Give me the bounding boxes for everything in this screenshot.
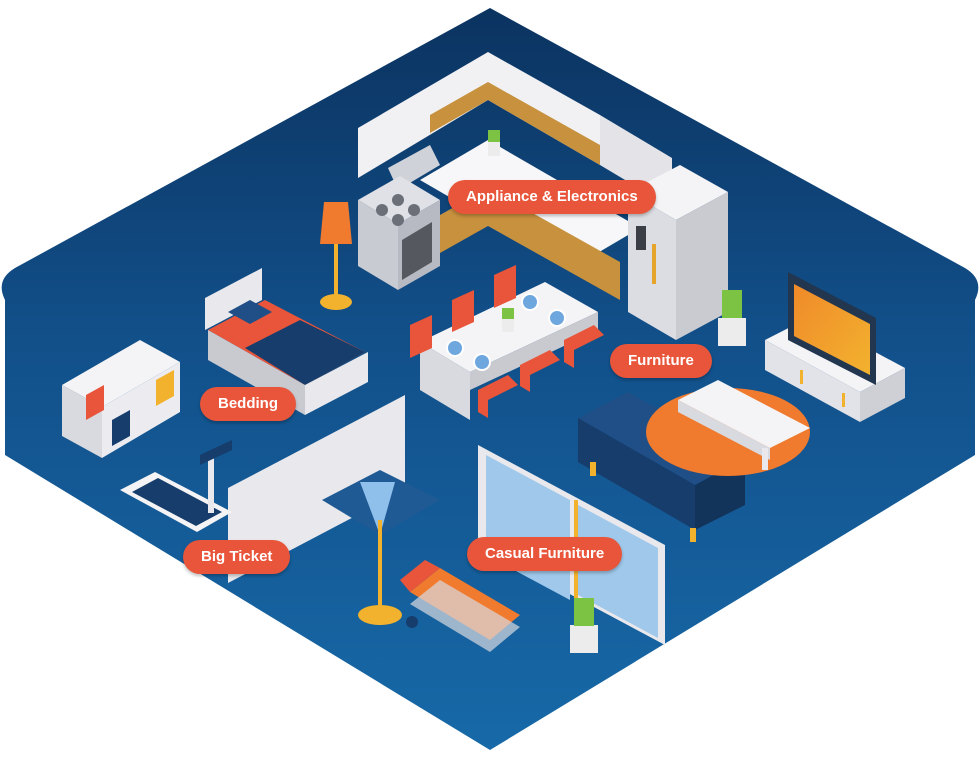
lounge-chair bbox=[400, 560, 520, 652]
plant-fridge bbox=[718, 290, 746, 346]
label-bedding[interactable]: Bedding bbox=[200, 387, 296, 421]
dining-set bbox=[410, 265, 604, 420]
cube-shelf bbox=[62, 340, 180, 458]
stove bbox=[358, 176, 440, 290]
television bbox=[788, 272, 876, 385]
label-appliance-electronics[interactable]: Appliance & Electronics bbox=[448, 180, 656, 214]
floor-lamp bbox=[320, 202, 352, 310]
label-casual-furniture[interactable]: Casual Furniture bbox=[467, 537, 623, 571]
patio-umbrella bbox=[322, 470, 440, 625]
plant-door bbox=[570, 598, 598, 653]
label-furniture[interactable]: Furniture bbox=[610, 344, 712, 378]
label-big-ticket[interactable]: Big Ticket bbox=[183, 540, 291, 574]
kitchen-group bbox=[358, 52, 728, 340]
coffee-table bbox=[678, 380, 810, 470]
treadmill bbox=[120, 440, 232, 532]
partition-wall bbox=[228, 395, 405, 583]
